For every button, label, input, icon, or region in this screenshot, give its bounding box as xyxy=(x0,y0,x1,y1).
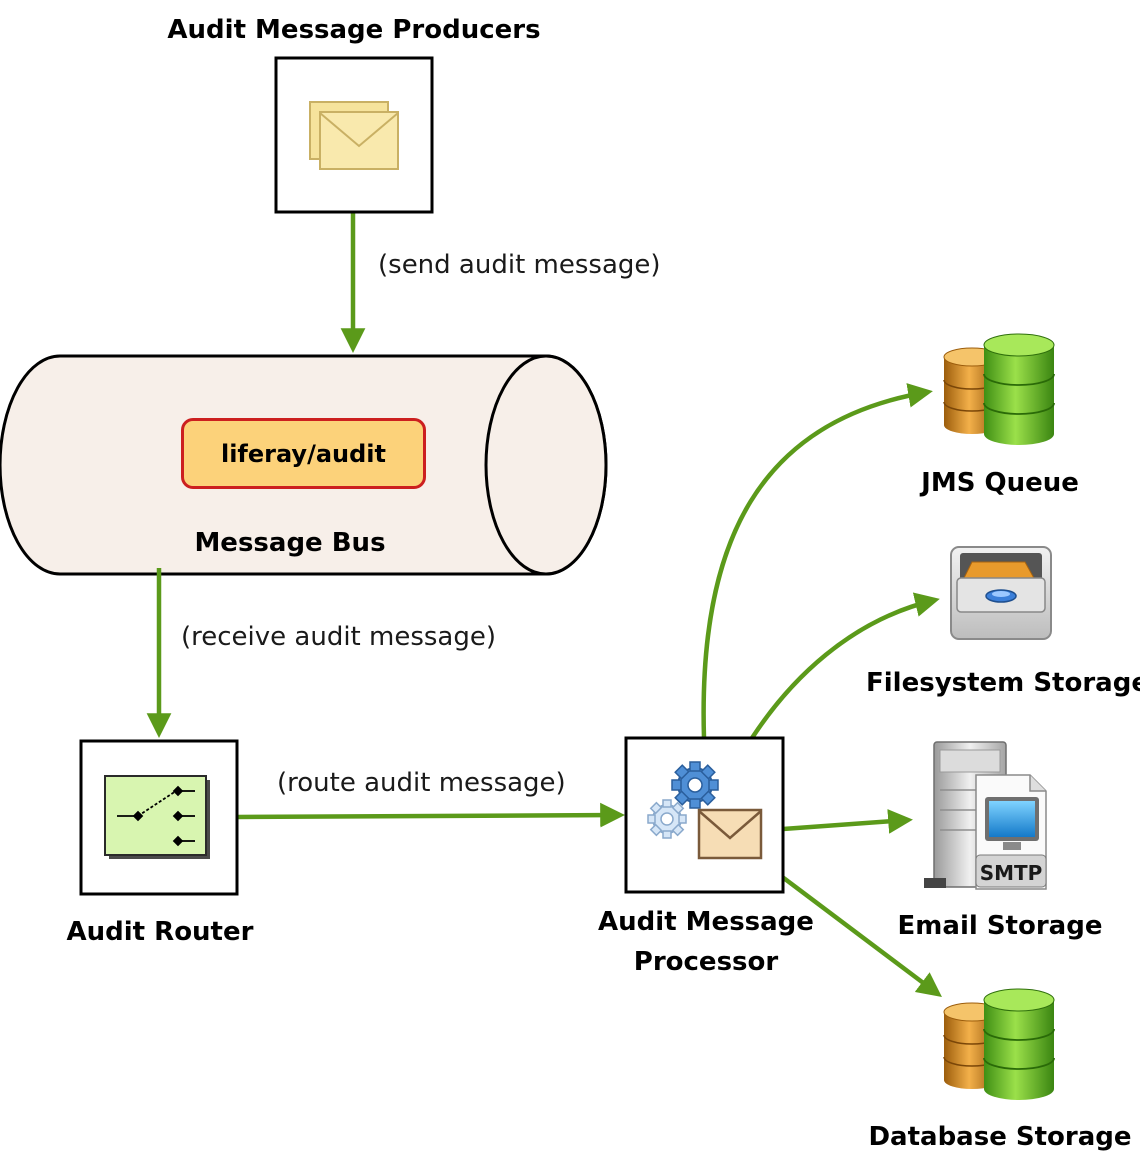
filesystem-storage-label: Filesystem Storage xyxy=(866,668,1140,698)
router-label: Audit Router xyxy=(66,917,254,947)
envelope-stack-icon xyxy=(309,101,399,170)
processor-label-line2: Processor xyxy=(633,947,779,977)
topic-label: liferay/audit xyxy=(220,439,387,468)
switch-icon xyxy=(104,775,210,859)
gears-envelope-icon xyxy=(647,761,763,860)
database-icon xyxy=(943,988,1055,1100)
arrow-to-email xyxy=(782,809,913,834)
smtp-badge: SMTP xyxy=(980,861,1043,885)
database-storage-label: Database Storage xyxy=(868,1122,1132,1152)
smtp-server-icon: SMTP xyxy=(924,741,1047,890)
arrow-route xyxy=(235,802,625,828)
arrow-to-database xyxy=(779,874,942,997)
jms-queue-label: JMS Queue xyxy=(921,468,1079,498)
database-icon xyxy=(943,333,1055,445)
file-cabinet-icon xyxy=(950,546,1052,640)
email-storage-label: Email Storage xyxy=(897,911,1103,941)
arrow-to-filesystem xyxy=(750,592,940,740)
edge-label-send: (send audit message) xyxy=(378,250,661,280)
arrows xyxy=(146,210,942,997)
producers-label: Audit Message Producers xyxy=(167,15,541,45)
message-bus-label: Message Bus xyxy=(194,528,386,558)
processor-label-line1: Audit Message xyxy=(598,907,814,937)
topic-liferay-audit: liferay/audit xyxy=(181,418,426,489)
arrow-to-jms xyxy=(701,383,933,739)
edge-label-receive: (receive audit message) xyxy=(181,622,497,652)
edge-label-route: (route audit message) xyxy=(277,768,566,798)
